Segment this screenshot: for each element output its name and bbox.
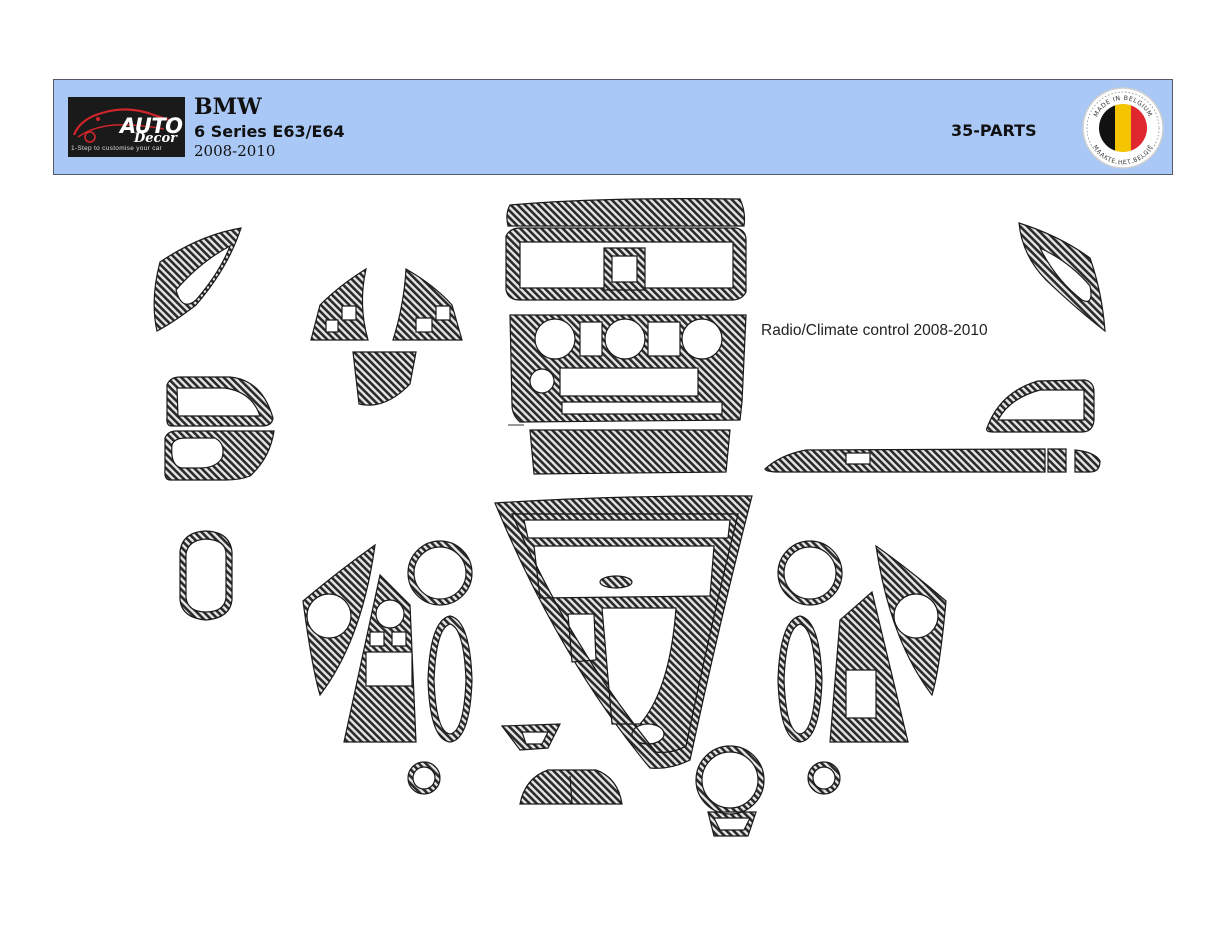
product-header: AUTO Decor 1-Step to customise your car … — [53, 79, 1173, 175]
trim-part-left-tiny-ring — [407, 761, 441, 795]
trim-part-steering-bottom — [352, 351, 417, 406]
trim-part-left-window-switch — [343, 573, 417, 743]
trim-part-gear-ring — [695, 745, 765, 837]
trim-part-console-cupholder-lid — [519, 769, 623, 805]
trim-part-left-small-oval — [179, 530, 233, 621]
trim-part-right-door-strip — [1018, 222, 1106, 333]
trim-part-dash-strip-end-a — [1047, 448, 1067, 473]
made-in-belgium-badge: MADE IN BELGIUM MAAKTE HET BELGIË — [1082, 87, 1164, 169]
trim-part-center-vent-frame — [505, 227, 747, 301]
flag-stripe — [1131, 104, 1147, 152]
flag-stripe — [1115, 104, 1131, 152]
trim-part-console-inner-frame — [511, 513, 739, 753]
trim-part-right-window-switch — [829, 590, 909, 743]
trim-part-right-vent — [986, 379, 1095, 433]
trim-part-right-door-panel — [875, 544, 947, 697]
radio-climate-annotation: Radio/Climate control 2008-2010 — [761, 322, 988, 339]
model-name: 6 Series E63/E64 — [194, 122, 345, 141]
trim-part-center-vent-insert — [603, 247, 646, 291]
trim-part-console-small-wedge — [500, 723, 561, 751]
car-silhouette-icon — [72, 108, 173, 143]
parts-count: 35-PARTS — [951, 121, 1037, 140]
flag-stripe — [1099, 104, 1115, 152]
model-years: 2008-2010 — [194, 142, 276, 160]
trim-part-center-lower-bar — [529, 429, 731, 475]
trim-part-steering-right — [392, 267, 463, 341]
trim-part-left-long-oval — [427, 615, 473, 743]
belgian-flag-icon — [1099, 104, 1147, 152]
trim-part-steering-left — [310, 267, 369, 341]
logo-word-auto: AUTO — [120, 114, 183, 138]
brand-name: BMW — [194, 94, 262, 120]
trim-part-left-vent-lower — [164, 430, 275, 481]
trim-part-center-top-bar — [506, 198, 746, 227]
trim-part-radio-climate-panel — [509, 314, 747, 423]
trim-part-right-tiny-ring — [807, 761, 841, 795]
trim-part-dash-strip-end-b — [1074, 449, 1101, 473]
trim-part-dash-strip — [764, 448, 1046, 473]
trim-part-left-door-strip — [153, 227, 242, 332]
trim-part-left-vent-upper — [166, 376, 274, 427]
logo-tagline: 1-Step to customise your car — [71, 145, 163, 152]
logo-word-decor: Decor — [134, 131, 177, 146]
auto-decor-logo: AUTO Decor 1-Step to customise your car — [68, 97, 185, 157]
trim-part-left-door-panel — [302, 543, 376, 697]
trim-part-right-long-oval — [777, 615, 823, 743]
trim-part-right-round-ring — [777, 540, 843, 606]
trim-part-left-round-ring — [407, 540, 473, 606]
